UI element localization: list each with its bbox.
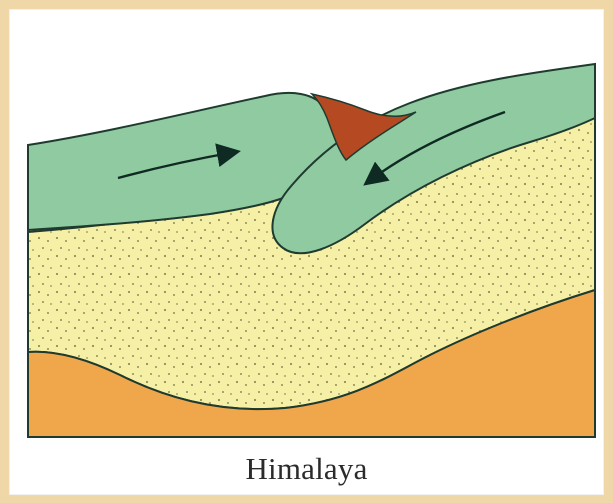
diagram-caption: Himalaya (0, 452, 613, 486)
